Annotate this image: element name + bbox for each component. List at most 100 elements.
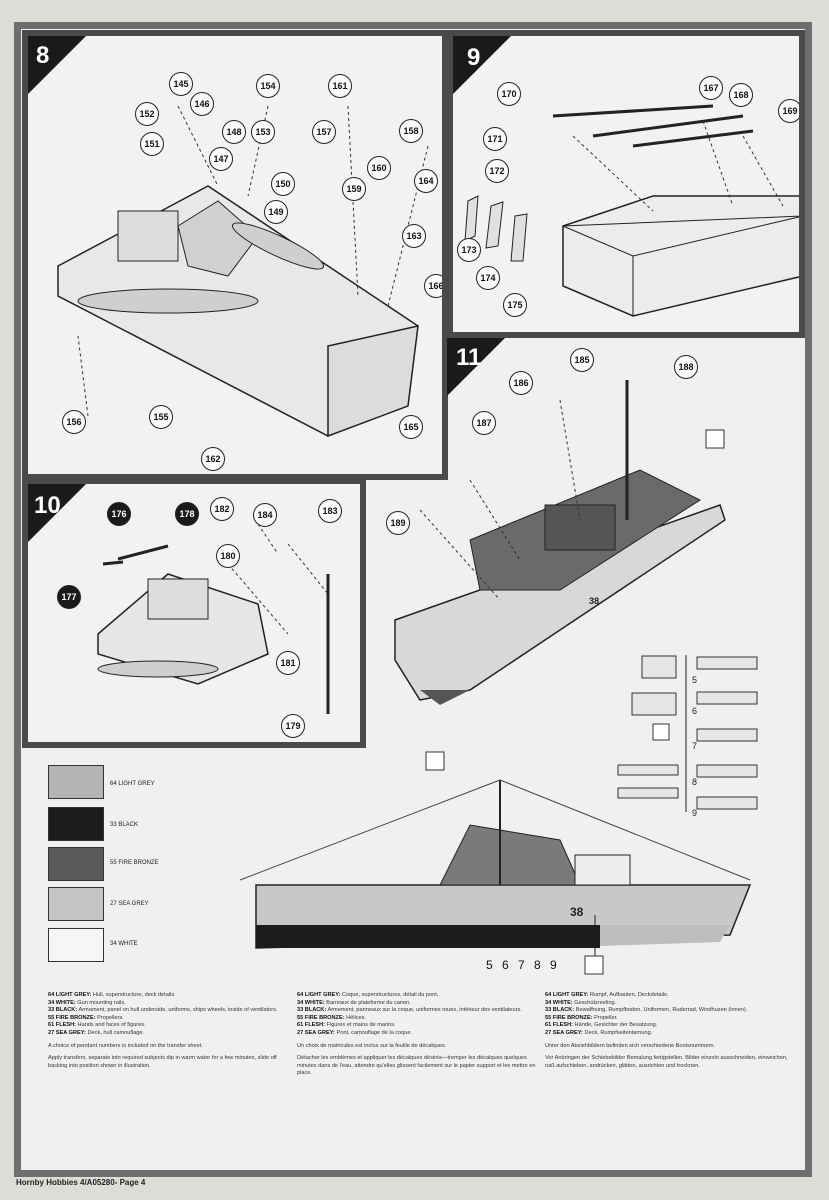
part-callout: 147 bbox=[209, 147, 233, 171]
part-callout: 166 bbox=[424, 274, 442, 298]
part-callout: 174 bbox=[476, 266, 500, 290]
part-callout: 188 bbox=[674, 355, 698, 379]
part-callout: 178 bbox=[175, 502, 199, 526]
instructions-english: 64 LIGHT GREY: Hull, superstructure, dec… bbox=[48, 992, 293, 1075]
part-callout: 187 bbox=[472, 411, 496, 435]
instruction-paragraph: Vor Anbringen der Schiebebilder Bemalung… bbox=[545, 1055, 788, 1069]
part-callout: 177 bbox=[57, 585, 81, 609]
part-callout: 189 bbox=[386, 511, 410, 535]
step-8-number: 8 bbox=[36, 42, 50, 69]
swatch-white bbox=[48, 928, 104, 962]
colour-code: 64 LIGHT GREY: bbox=[297, 992, 341, 998]
page-footer: Hornby Hobbies 4/A05280- Page 4 bbox=[16, 1178, 146, 1187]
part-callout: 160 bbox=[367, 156, 391, 180]
part-callout: 159 bbox=[342, 177, 366, 201]
part-callout: 149 bbox=[264, 200, 288, 224]
part-callout: 171 bbox=[483, 127, 507, 151]
swatch-label: 55 FIRE BRONZE bbox=[110, 860, 159, 866]
swatch-label: 33 BLACK bbox=[110, 822, 139, 828]
colour-code: 55 FIRE BRONZE: bbox=[545, 1014, 593, 1021]
colour-list: 64 LIGHT GREY: Coque, superstructures, d… bbox=[297, 992, 542, 1038]
colour-usage: Deck, hull camouflage. bbox=[85, 1029, 145, 1036]
swatch-sea-grey bbox=[48, 887, 104, 921]
part-callout: 158 bbox=[399, 119, 423, 143]
step-11-number: 11 bbox=[456, 344, 482, 371]
colour-usage: Gun mounting rails. bbox=[75, 999, 126, 1006]
step-8-drawing bbox=[57, 105, 429, 438]
swatch-black bbox=[48, 807, 104, 841]
step-9-number: 9 bbox=[467, 44, 481, 71]
colour-code: 33 BLACK: bbox=[48, 1007, 78, 1014]
swatch-label: 64 LIGHT GREY bbox=[110, 781, 155, 787]
colour-code: 61 FLESH: bbox=[545, 1022, 573, 1029]
swatch-label: 34 WHITE bbox=[110, 941, 138, 947]
step-8-panel: 8 145 154 161 152 146 151 148 153 157 15… bbox=[22, 30, 448, 480]
part-callout: 169 bbox=[778, 99, 799, 123]
colour-code: 64 LIGHT GREY: bbox=[48, 992, 92, 998]
step-10-drawing bbox=[97, 523, 330, 714]
pennant-label: 5 bbox=[692, 675, 698, 685]
colour-list: 64 LIGHT GREY: Hull, superstructure, dec… bbox=[48, 992, 293, 1038]
step-10-panel: 10 176 178 182 184 183 177 180 181 179 bbox=[22, 478, 366, 748]
colour-code: 34 WHITE: bbox=[545, 999, 573, 1006]
part-callout: 181 bbox=[276, 651, 300, 675]
colour-code: 34 WHITE: bbox=[48, 999, 76, 1006]
part-callout: 170 bbox=[497, 82, 521, 106]
part-callout: 185 bbox=[570, 348, 594, 372]
step-badge bbox=[28, 484, 86, 542]
part-callout: 179 bbox=[281, 714, 305, 738]
part-callout: 183 bbox=[318, 499, 342, 523]
part-callout: 168 bbox=[729, 83, 753, 107]
swatch-label: 27 SEA GREY bbox=[110, 901, 149, 907]
part-callout: 167 bbox=[699, 76, 723, 100]
colour-code: 55 FIRE BRONZE: bbox=[48, 1014, 96, 1021]
swatch-light-grey bbox=[48, 765, 104, 799]
part-callout: 153 bbox=[251, 120, 275, 144]
part-callout: 173 bbox=[457, 238, 481, 262]
part-callout: 155 bbox=[149, 405, 173, 429]
pennant-digits: 5 6 7 8 9 bbox=[486, 958, 560, 972]
hull-number: 38 bbox=[589, 596, 600, 606]
colour-usage: Hände, Gesichter der Besatzung. bbox=[572, 1022, 658, 1029]
colour-code: 27 SEA GREY: bbox=[48, 1029, 86, 1036]
instructions-french: 64 LIGHT GREY: Coque, superstructures, d… bbox=[297, 992, 542, 1083]
colour-code: 61 FLESH: bbox=[297, 1022, 325, 1029]
instruction-paragraph: Détacher les emblèmes et appliquer les d… bbox=[297, 1055, 536, 1077]
colour-usage: Barreaux de plateforme du canon. bbox=[324, 999, 411, 1006]
colour-usage: Deck, Rumpfseitentarnung. bbox=[582, 1029, 653, 1036]
colour-usage: Geschützreeling. bbox=[572, 999, 617, 1006]
colour-code: 61 FLESH: bbox=[48, 1022, 76, 1029]
pennant-label: 8 bbox=[692, 777, 698, 787]
part-callout: 184 bbox=[253, 503, 277, 527]
colour-usage: Propeller. bbox=[592, 1014, 618, 1021]
part-callout: 186 bbox=[509, 371, 533, 395]
step-10-number: 10 bbox=[34, 492, 61, 519]
part-callout: 157 bbox=[312, 120, 336, 144]
colour-code: 64 LIGHT GREY: bbox=[545, 992, 589, 998]
colour-usage: Coque, superstructures, détail du pont. bbox=[340, 992, 439, 998]
colour-code: 27 SEA GREY: bbox=[297, 1029, 335, 1036]
colour-code: 34 WHITE: bbox=[297, 999, 325, 1006]
colour-usage: Figures et mains de marins. bbox=[324, 1022, 396, 1029]
swatch-fire-bronze bbox=[48, 847, 104, 881]
pennant-label: 6 bbox=[692, 706, 698, 716]
part-callout: 161 bbox=[328, 74, 352, 98]
step-9-drawing bbox=[464, 104, 799, 317]
part-callout: 182 bbox=[210, 497, 234, 521]
instruction-paragraph: A choice of pendant numbers is included … bbox=[48, 1042, 203, 1049]
step-9-panel: 9 170 167 168 169 171 172 173 174 175 bbox=[447, 30, 805, 338]
pennant-label: 9 bbox=[692, 808, 698, 818]
colour-list: 64 LIGHT GREY: Rumpf, Aufbauten, Deckdet… bbox=[545, 992, 790, 1038]
colour-usage: Propellers. bbox=[95, 1014, 124, 1021]
step-badge bbox=[447, 338, 505, 396]
colour-usage: Hélices. bbox=[344, 1014, 367, 1021]
part-callout: 156 bbox=[62, 410, 86, 434]
part-callout: 175 bbox=[503, 293, 527, 317]
part-callout: 176 bbox=[107, 502, 131, 526]
colour-usage: Hands and faces of figures. bbox=[75, 1022, 146, 1029]
part-callout: 172 bbox=[485, 159, 509, 183]
part-callout: 162 bbox=[201, 447, 225, 471]
colour-usage: Pont, camouflage de la coque. bbox=[334, 1029, 413, 1036]
instruction-paragraph: Unter den Abziehbildern befinden sich ve… bbox=[545, 1042, 716, 1049]
